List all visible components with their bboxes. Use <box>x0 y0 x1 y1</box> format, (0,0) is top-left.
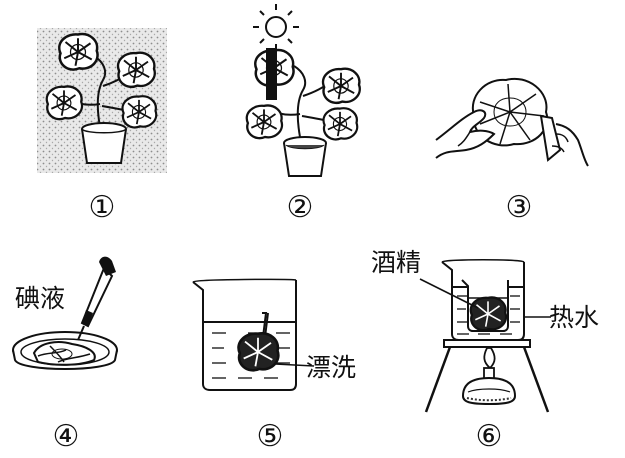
hand-left-icon <box>435 109 496 159</box>
step-6-number: ⑥ <box>476 419 503 454</box>
step-1-dark-plant <box>37 28 167 173</box>
plant-icon <box>245 48 361 177</box>
plant-icon <box>45 32 158 164</box>
black-paper-cover <box>266 48 277 100</box>
alcohol-label: 酒精 <box>371 248 421 277</box>
sun-icon <box>253 4 299 50</box>
step-1-number: ① <box>89 190 116 225</box>
alcohol-lamp-icon <box>461 347 517 406</box>
step-5-rinse: 漂洗 <box>192 278 356 391</box>
step-4-number: ④ <box>53 419 80 454</box>
leaf-icon <box>32 341 96 366</box>
step-3-number: ③ <box>506 190 533 225</box>
step-4-iodine: 碘液 <box>12 256 118 370</box>
hot-water-label: 热水 <box>549 303 599 332</box>
stand-icon <box>424 339 550 413</box>
hand-right-icon <box>539 114 589 167</box>
leaf-icon <box>471 77 549 147</box>
iodine-label: 碘液 <box>15 284 65 313</box>
step-6-water-bath: 酒精 热水 <box>371 248 599 413</box>
alcohol-leader-line <box>419 278 479 309</box>
rinse-label: 漂洗 <box>306 353 356 382</box>
step-3-remove-cover <box>435 77 589 167</box>
step-5-number: ⑤ <box>257 419 284 454</box>
step-2-number: ② <box>287 190 314 225</box>
step-2-light-plant <box>245 4 361 177</box>
label-leader-line <box>274 363 315 367</box>
dropper-icon <box>77 256 116 341</box>
leaf-icon <box>237 332 280 372</box>
beaker-icon <box>192 278 297 391</box>
